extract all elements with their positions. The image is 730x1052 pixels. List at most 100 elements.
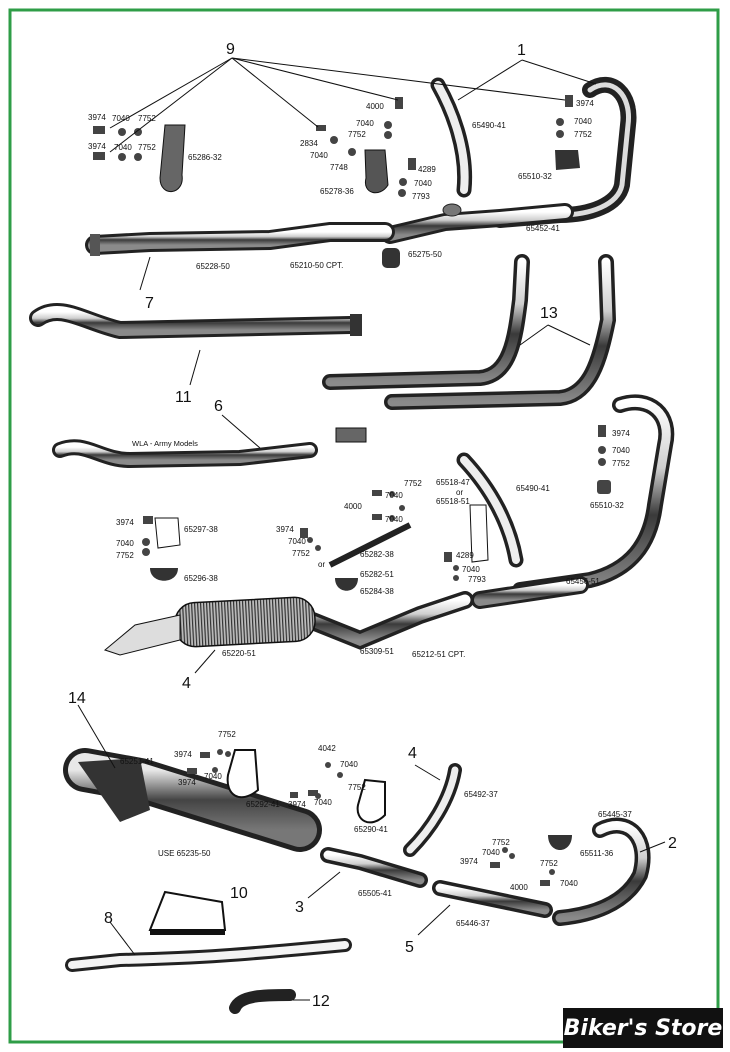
bracket-65297 xyxy=(154,517,181,549)
part-number: 7040 xyxy=(385,491,403,500)
part-number: 3974 xyxy=(116,518,134,527)
part-number: 7040 xyxy=(204,772,222,781)
bikers-store-logo: Biker's Store xyxy=(563,1008,723,1048)
callout-3: 3 xyxy=(295,899,304,916)
callout-5: 5 xyxy=(405,939,414,956)
part-number: 65490-41 xyxy=(472,121,506,130)
part-number: 65297-38 xyxy=(184,525,218,534)
part-number: 7040 xyxy=(385,515,403,524)
callout-2: 2 xyxy=(668,835,677,852)
part-number: 7752 xyxy=(292,549,310,558)
callout-13: 13 xyxy=(540,305,558,322)
callout-4a: 4 xyxy=(182,675,191,692)
middle-section xyxy=(29,254,617,469)
callout-9: 9 xyxy=(226,41,235,58)
bracket-65282 xyxy=(328,522,412,568)
part-number: 65518-51 xyxy=(436,497,470,506)
callout-4b: 4 xyxy=(408,745,417,762)
part-number: 3974 xyxy=(174,750,192,759)
part-number: 7752 xyxy=(348,783,366,792)
part-number: 65518-47 xyxy=(436,478,470,487)
part-number: 7752 xyxy=(116,551,134,560)
part-number: 65511-36 xyxy=(580,849,614,858)
part-number: 65251-41 xyxy=(120,757,154,766)
bracket-65292 xyxy=(226,749,260,799)
part-number: 65278-36 xyxy=(320,187,354,196)
part-number: 7040 xyxy=(340,760,358,769)
callout-1: 1 xyxy=(517,42,526,59)
note-use-65235: USE 65235-50 xyxy=(158,849,211,858)
part-number: 7752 xyxy=(138,143,156,152)
part-number: 7040 xyxy=(482,848,500,857)
muffler-65220 xyxy=(174,596,316,648)
part-number: 3974 xyxy=(88,113,106,122)
part-number-labels: 3974 7040 7752 3974 7040 7752 65286-32 2… xyxy=(88,99,632,928)
bracket-65290 xyxy=(356,778,386,824)
part-number: 7752 xyxy=(218,730,236,739)
clamp-65511 xyxy=(548,835,572,850)
top-exhaust-set xyxy=(85,57,637,291)
part-number: 7748 xyxy=(330,163,348,172)
part-number: 65490-41 xyxy=(516,484,550,493)
part-number: 7040 xyxy=(462,565,480,574)
part-number: 65452-41 xyxy=(526,224,560,233)
callout-11: 11 xyxy=(175,389,192,406)
part-number: 4000 xyxy=(510,883,528,892)
clamp-65284 xyxy=(335,578,358,591)
part-number: 65292-41 xyxy=(246,800,280,809)
part-number: 65290-41 xyxy=(354,825,388,834)
bracket-65278 xyxy=(364,149,389,194)
part-number: 7752 xyxy=(492,838,510,847)
callout-12: 12 xyxy=(312,993,330,1010)
muffler-65220-set xyxy=(103,394,675,674)
heat-shield-10 xyxy=(148,890,227,931)
part-number: 65210-50 CPT. xyxy=(290,261,343,270)
part-number: 3974 xyxy=(276,525,294,534)
part-number: 7752 xyxy=(404,479,422,488)
part-number: 7040 xyxy=(310,151,328,160)
callout-10: 10 xyxy=(230,885,248,902)
part-number: 65286-32 xyxy=(188,153,222,162)
fishtail-end-14 xyxy=(78,758,150,822)
part-number: 7752 xyxy=(540,859,558,868)
callout-8: 8 xyxy=(104,910,113,927)
clamp-65296 xyxy=(150,568,178,581)
part-number: 7040 xyxy=(560,879,578,888)
part-number: 65510-32 xyxy=(518,172,552,181)
part-number: 4000 xyxy=(366,102,384,111)
part-number: 65282-51 xyxy=(360,570,394,579)
callout-7: 7 xyxy=(145,295,154,312)
part-number: 7040 xyxy=(288,537,306,546)
part-number: 3974 xyxy=(88,142,106,151)
part-number: 2834 xyxy=(300,139,318,148)
part-number: 4289 xyxy=(456,551,474,560)
part-number: 65282-38 xyxy=(360,550,394,559)
part-number: 7752 xyxy=(138,114,156,123)
part-number: 4042 xyxy=(318,744,336,753)
bracket-65518 xyxy=(469,504,489,563)
part-number: 65275-50 xyxy=(408,250,442,259)
note-wla-army: WLA - Army Models xyxy=(132,439,198,448)
bracket-65286 xyxy=(159,124,186,193)
callout-labels: 9 1 7 13 11 6 4 14 4 2 10 3 8 5 12 xyxy=(68,41,677,1010)
part-number: 7040 xyxy=(414,179,432,188)
part-number: 65228-50 xyxy=(196,262,230,271)
part-number: 65445-37 xyxy=(598,810,632,819)
logo-text: Biker's Store xyxy=(564,1016,723,1041)
part-number: 65456-51 xyxy=(566,577,600,586)
part-number: 7752 xyxy=(612,459,630,468)
part-number: 3974 xyxy=(612,429,630,438)
note-or-1: or xyxy=(456,488,463,497)
callout-6: 6 xyxy=(214,398,223,415)
part-number: 7040 xyxy=(314,798,332,807)
part-number: 7040 xyxy=(116,539,134,548)
part-number: 65309-51 xyxy=(360,647,394,656)
part-number: 65212-51 CPT. xyxy=(412,650,465,659)
part-number: 7793 xyxy=(412,192,430,201)
part-number: 7040 xyxy=(612,446,630,455)
clamp-65275 xyxy=(382,248,400,268)
diagram-border xyxy=(8,8,720,1044)
part-number: 7040 xyxy=(112,114,130,123)
callout-14: 14 xyxy=(68,690,86,707)
